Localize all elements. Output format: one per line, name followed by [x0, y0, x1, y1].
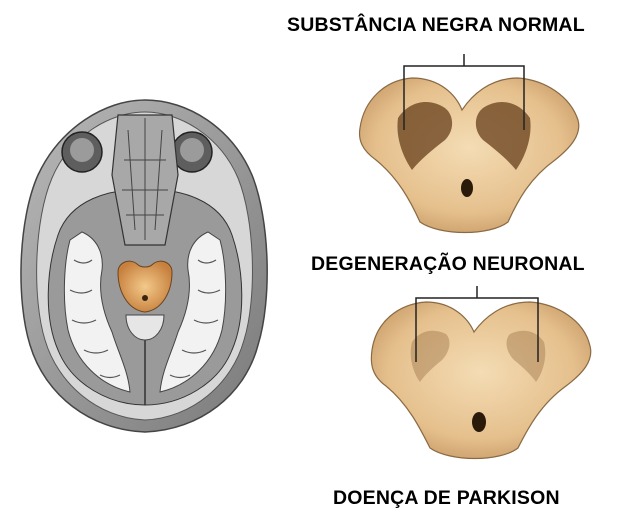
degenerated-aqueduct: [472, 412, 486, 432]
degenerated-midbrain-section: [371, 286, 590, 459]
label-neuronal-degeneration: DEGENERAÇÃO NEURONAL: [311, 253, 585, 276]
degenerated-midbrain-tissue: [371, 302, 590, 459]
brain-axial-section: [21, 100, 267, 432]
normal-midbrain-section: [360, 54, 579, 233]
label-parkinson-disease: DOENÇA DE PARKISON: [333, 487, 560, 510]
left-eye-ball: [70, 138, 94, 162]
right-eye-ball: [180, 138, 204, 162]
midbrain-aqueduct: [142, 295, 148, 301]
normal-aqueduct: [461, 179, 473, 197]
label-normal-substantia-nigra: SUBSTÂNCIA NEGRA NORMAL: [287, 14, 585, 37]
normal-midbrain-tissue: [360, 78, 579, 233]
